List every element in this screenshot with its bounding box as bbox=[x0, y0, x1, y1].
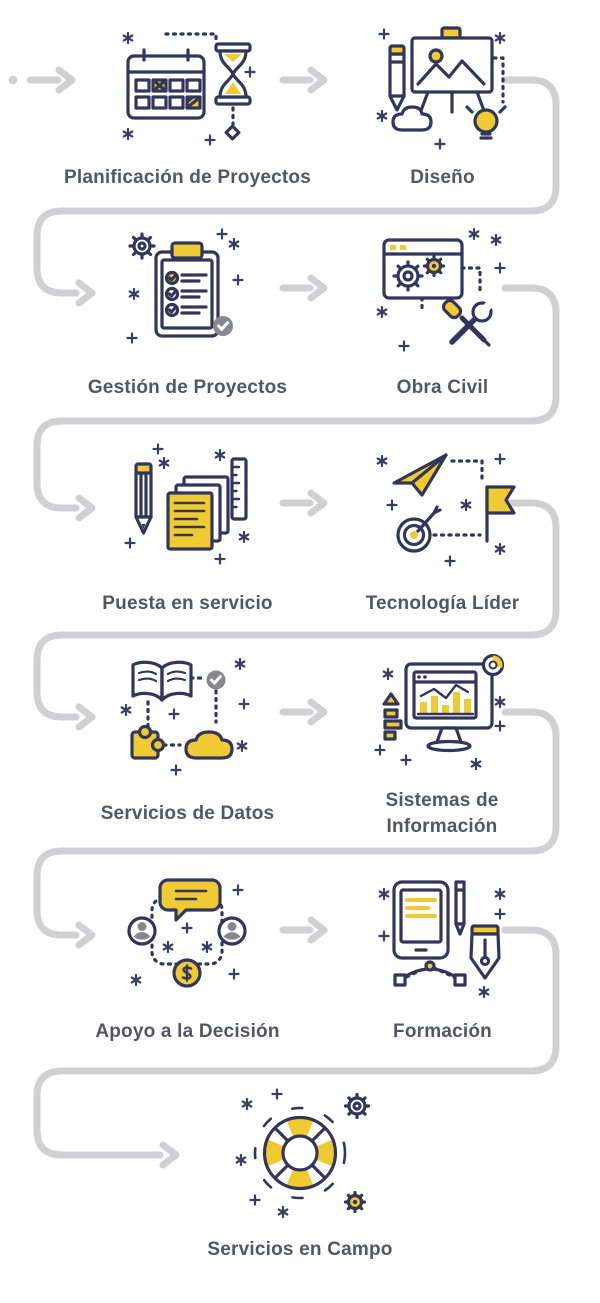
step-label-gestion: Gestión de Proyectos bbox=[87, 377, 288, 399]
paper-plane-target-flag-icon bbox=[376, 443, 516, 573]
step-label-planificacion: Planificación de Proyectos bbox=[63, 167, 311, 189]
lifebuoy-icon bbox=[235, 1088, 371, 1220]
step-label-apoyo: Apoyo a la Decisión bbox=[95, 1021, 280, 1043]
chat-people-coin-icon bbox=[122, 870, 252, 1000]
documents-pencil-ruler-icon bbox=[122, 443, 252, 573]
step-label-sistemas: Sistemas de Información bbox=[385, 790, 499, 837]
step-label-tecnologia: Tecnología Líder bbox=[365, 593, 520, 615]
clipboard-checklist-icon bbox=[122, 228, 252, 358]
step-label-puesta: Puesta en servicio bbox=[102, 593, 273, 615]
book-cloud-puzzle-icon bbox=[120, 652, 252, 782]
flow-start-dot bbox=[8, 75, 18, 85]
step-label-servicios-campo: Servicios en Campo bbox=[207, 1239, 393, 1261]
easel-design-icon bbox=[376, 24, 507, 154]
step-label-obra-civil: Obra Civil bbox=[396, 377, 489, 399]
step-label-servicios-datos: Servicios de Datos bbox=[100, 803, 275, 825]
step-label-formacion: Formación bbox=[393, 1021, 492, 1043]
browser-tools-icon bbox=[376, 227, 506, 358]
step-label-diseno: Diseño bbox=[410, 167, 475, 189]
calendar-hourglass-icon bbox=[122, 24, 256, 154]
monitor-analytics-icon bbox=[374, 652, 506, 782]
tablet-pen-nib-icon bbox=[376, 870, 506, 1000]
